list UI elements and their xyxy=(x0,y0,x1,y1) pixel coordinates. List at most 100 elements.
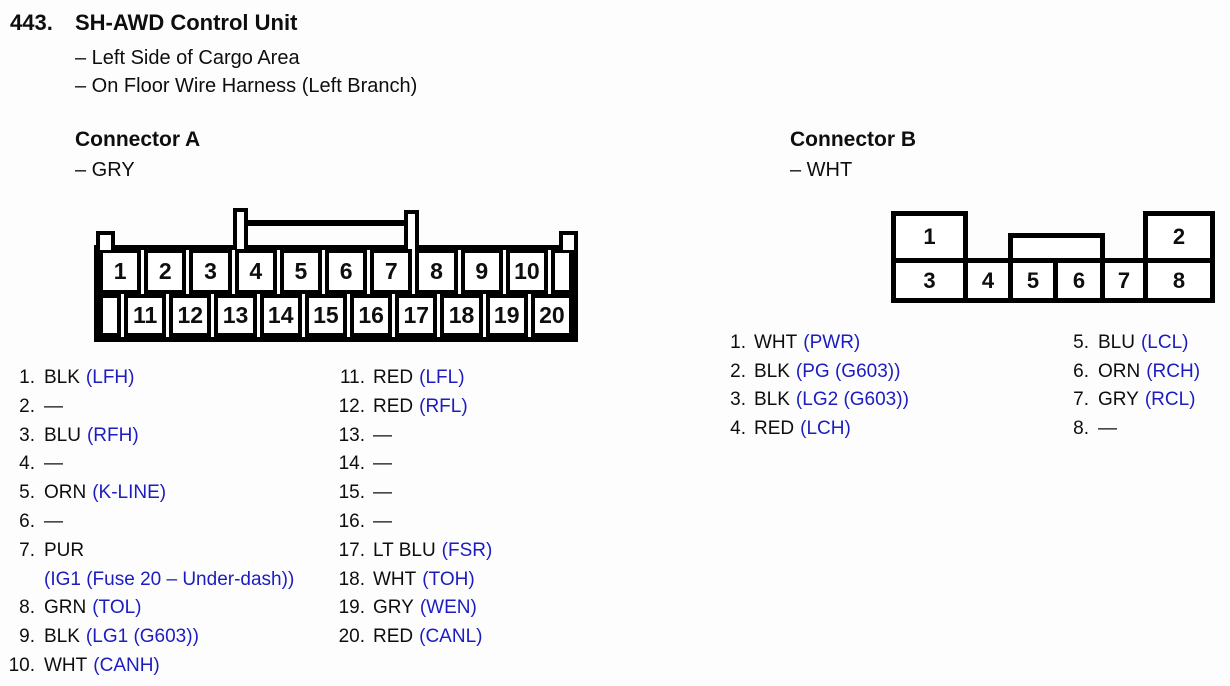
pin-row: 7.PUR(IG1 (Fuse 20 – Under-dash)) xyxy=(8,537,338,595)
connector-a-pin-cell: 9 xyxy=(460,249,503,294)
connector-b-pin-list-col1: 1.WHT(PWR)2.BLK(PG (G603))3.BLK(LG2 (G60… xyxy=(703,329,1033,443)
pin-row: 17. LT BLU(FSR) xyxy=(318,537,618,566)
connector-b-pin-cell: 2 xyxy=(1143,211,1215,263)
pin-row: 16. — xyxy=(318,508,618,537)
pin-wire-color: BLU xyxy=(44,424,81,446)
pin-signal-name: (FSR) xyxy=(441,539,493,561)
pin-content: — xyxy=(1098,415,1229,444)
pin-number: 10. xyxy=(8,654,35,676)
pin-row: 11.RED(LFL) xyxy=(318,364,618,393)
connector-a-pin-list-col1: 1.BLK(LFH)2.—3.BLU(RFH)4.—5.ORN(K-LINE)6… xyxy=(8,364,338,681)
pin-row: 7.GRY(RCL) xyxy=(1043,386,1229,415)
connector-a-pin-cell: 16 xyxy=(350,294,393,337)
pin-number: 9. xyxy=(19,626,35,648)
pin-signal-name: (TOL) xyxy=(92,597,142,619)
connector-b-pin-cell: 7 xyxy=(1100,258,1148,303)
pin-signal-name: (LG1 (G603)) xyxy=(85,626,199,648)
pin-content: BLK(LFH) xyxy=(44,364,338,393)
connector-a-corner-notch-right xyxy=(559,231,578,250)
pin-content: LT BLU(FSR) xyxy=(373,537,618,566)
pin-wire-color: GRY xyxy=(373,597,414,619)
pin-content: ORN(RCH) xyxy=(1098,358,1229,387)
pin-number: 13. xyxy=(338,424,365,446)
connector-a-pin-cell: 17 xyxy=(395,294,438,337)
pin-content: GRN(TOL) xyxy=(44,594,338,623)
connector-b-pin-cell: 1 xyxy=(891,211,968,263)
connector-a-blank-cell xyxy=(99,294,121,337)
pin-row: 4.RED(LCH) xyxy=(703,415,1033,444)
pin-signal-name: (LCL) xyxy=(1140,332,1189,353)
pin-number: 16. xyxy=(338,510,365,532)
pin-wire-color: RED xyxy=(373,626,414,648)
connector-a-pin-cell: 10 xyxy=(505,249,549,294)
pin-wire-color: BLU xyxy=(1098,332,1135,353)
pin-row: 18.WHT(TOH) xyxy=(318,566,618,595)
pin-row: 14.— xyxy=(318,450,618,479)
pin-wire-color: LT BLU xyxy=(373,539,436,561)
pin-signal-name: (K-LINE) xyxy=(92,482,167,504)
connector-a-pin-cell: 1 xyxy=(99,249,142,294)
connector-a-corner-notch-left xyxy=(96,231,115,250)
pin-signal-wrap-line: (IG1 (Fuse 20 – Under-dash)) xyxy=(44,566,338,595)
pin-wire-color: — xyxy=(373,482,392,504)
connector-a-pin-cell: 5 xyxy=(279,249,323,294)
pin-row: 3.BLU(RFH) xyxy=(8,422,338,451)
pin-content: — xyxy=(44,508,338,537)
pin-number: 5. xyxy=(19,482,35,504)
connector-a-latch-post-right xyxy=(404,210,419,250)
pin-wire-color: WHT xyxy=(373,568,417,590)
pin-row: 8.— xyxy=(1043,415,1229,444)
pin-signal-name: (LFH) xyxy=(85,367,135,388)
pin-wire-color: ORN xyxy=(44,482,87,504)
pin-wire-color: ORN xyxy=(1098,360,1141,382)
pin-wire-color: BLK xyxy=(754,389,790,411)
pin-row: 8. GRN(TOL) xyxy=(8,594,338,623)
pin-content: RED(LCH) xyxy=(754,415,1033,444)
connector-a-pin-cell: 18 xyxy=(440,294,483,337)
pin-number: 8. xyxy=(19,597,35,619)
pin-row: 5. BLU(LCL) xyxy=(1043,329,1229,358)
pin-content: — xyxy=(373,422,618,451)
connector-a-pin-cell: 2 xyxy=(144,249,187,294)
connector-a-pin-cell: 12 xyxy=(169,294,212,337)
pin-signal-name: (CANH) xyxy=(93,654,160,676)
item-number: 443. xyxy=(10,10,53,35)
pin-row: 10.WHT(CANH) xyxy=(8,652,338,681)
pin-signal-name: (RFL) xyxy=(419,395,468,417)
pin-wire-color: — xyxy=(373,510,392,532)
pin-row: 5. ORN(K-LINE) xyxy=(8,479,338,508)
connector-a-latch-post-left xyxy=(233,208,248,250)
pin-content: WHT(PWR) xyxy=(754,329,1033,358)
pin-content: BLK(PG (G603)) xyxy=(754,358,1033,387)
pin-number: 20. xyxy=(338,626,365,648)
pin-content: PUR(IG1 (Fuse 20 – Under-dash)) xyxy=(44,537,338,595)
connector-a-color-note: – GRY xyxy=(75,159,135,181)
location-line-2: – On Floor Wire Harness (Left Branch) xyxy=(75,75,418,97)
connector-a-pin-cell: 8 xyxy=(415,249,458,294)
pin-number: 15. xyxy=(338,482,365,504)
pin-wire-color: BLK xyxy=(44,367,80,388)
pin-content: GRY(WEN) xyxy=(373,594,618,623)
connector-a-pin-cell: 3 xyxy=(189,249,232,294)
pin-number: 1. xyxy=(19,367,35,388)
pin-wire-color: BLK xyxy=(754,360,790,382)
pin-number: 17. xyxy=(338,539,365,561)
connector-b-heading: Connector B xyxy=(790,128,916,151)
pin-row: 20.RED(CANL) xyxy=(318,623,618,652)
pin-content: — xyxy=(44,393,338,422)
pin-row: 2.BLK(PG (G603)) xyxy=(703,358,1033,387)
connector-a-pin-cell: 20 xyxy=(530,294,574,337)
pin-number: 3. xyxy=(19,424,35,446)
connector-b-pin-cell: 4 xyxy=(963,258,1013,303)
pin-wire-color: GRY xyxy=(1098,389,1139,411)
pin-signal-name: (PG (G603)) xyxy=(795,360,901,382)
connector-a-latch-bar xyxy=(244,220,406,226)
pin-number: 11. xyxy=(339,367,365,388)
connector-a-pin-cell: 4 xyxy=(234,249,277,294)
pin-number: 5. xyxy=(1073,332,1089,353)
pin-wire-color: GRN xyxy=(44,597,87,619)
pin-number: 19. xyxy=(338,597,365,619)
pin-number: 6. xyxy=(1073,360,1089,382)
connector-a-pin-cell: 7 xyxy=(370,249,413,294)
